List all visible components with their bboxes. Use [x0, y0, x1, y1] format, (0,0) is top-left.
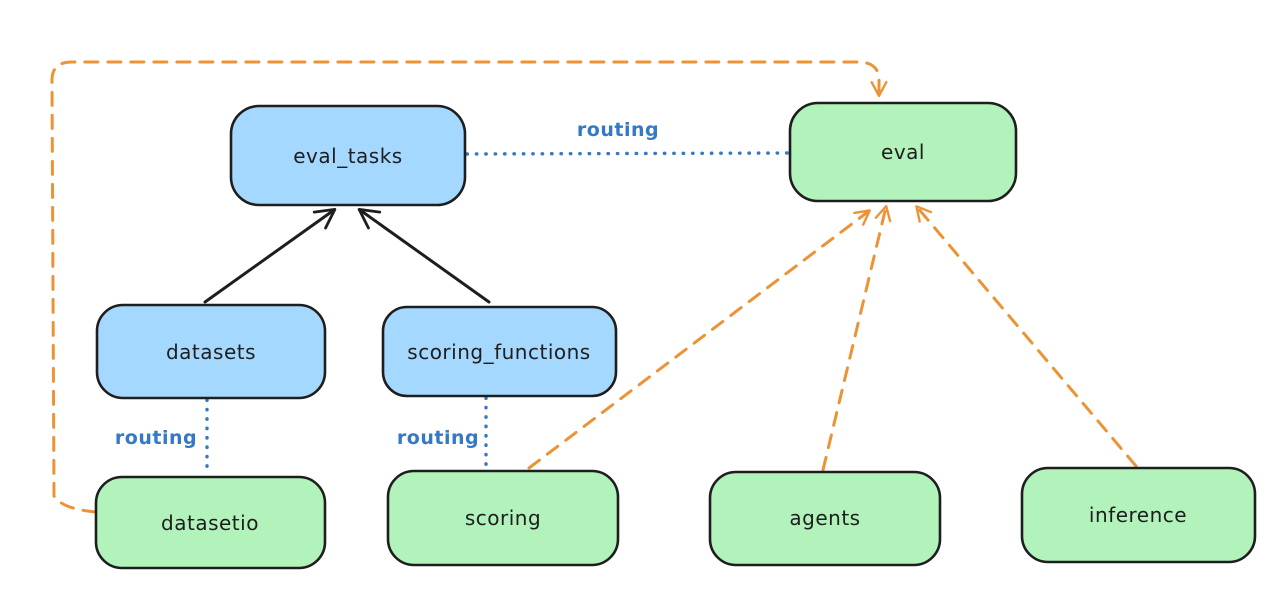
node-eval-label: eval [881, 140, 925, 164]
routing-label-datasetio: routing [115, 427, 197, 449]
node-agents-label: agents [789, 506, 860, 530]
node-scoring-functions: scoring_functions [381, 305, 618, 398]
node-datasetio: datasetio [94, 475, 327, 570]
node-scoring-label: scoring [465, 506, 541, 530]
edge-routing-eval-tasks-to-eval [465, 151, 790, 156]
node-datasets: datasets [95, 303, 327, 400]
routing-label-eval: routing [577, 119, 659, 141]
node-scoring-functions-label: scoring_functions [407, 340, 590, 364]
node-scoring: scoring [386, 469, 620, 567]
edge-agents-to-eval [821, 204, 892, 472]
node-inference-label: inference [1089, 503, 1187, 527]
node-agents: agents [708, 470, 942, 567]
edge-scoring-functions-to-eval-tasks [357, 207, 491, 304]
node-datasetio-label: datasetio [161, 511, 259, 535]
node-datasets-label: datasets [166, 340, 256, 364]
edge-scoring-to-eval [527, 209, 871, 470]
node-inference: inference [1020, 466, 1257, 564]
node-eval: eval [788, 101, 1018, 203]
edge-datasets-to-eval-tasks [203, 207, 337, 304]
routing-label-scoring: routing [397, 427, 479, 449]
node-eval-tasks-label: eval_tasks [293, 144, 402, 168]
edge-inference-to-eval [915, 205, 1138, 468]
node-eval-tasks: eval_tasks [229, 104, 467, 207]
edge-datasetio-to-eval-loop [50, 60, 888, 514]
